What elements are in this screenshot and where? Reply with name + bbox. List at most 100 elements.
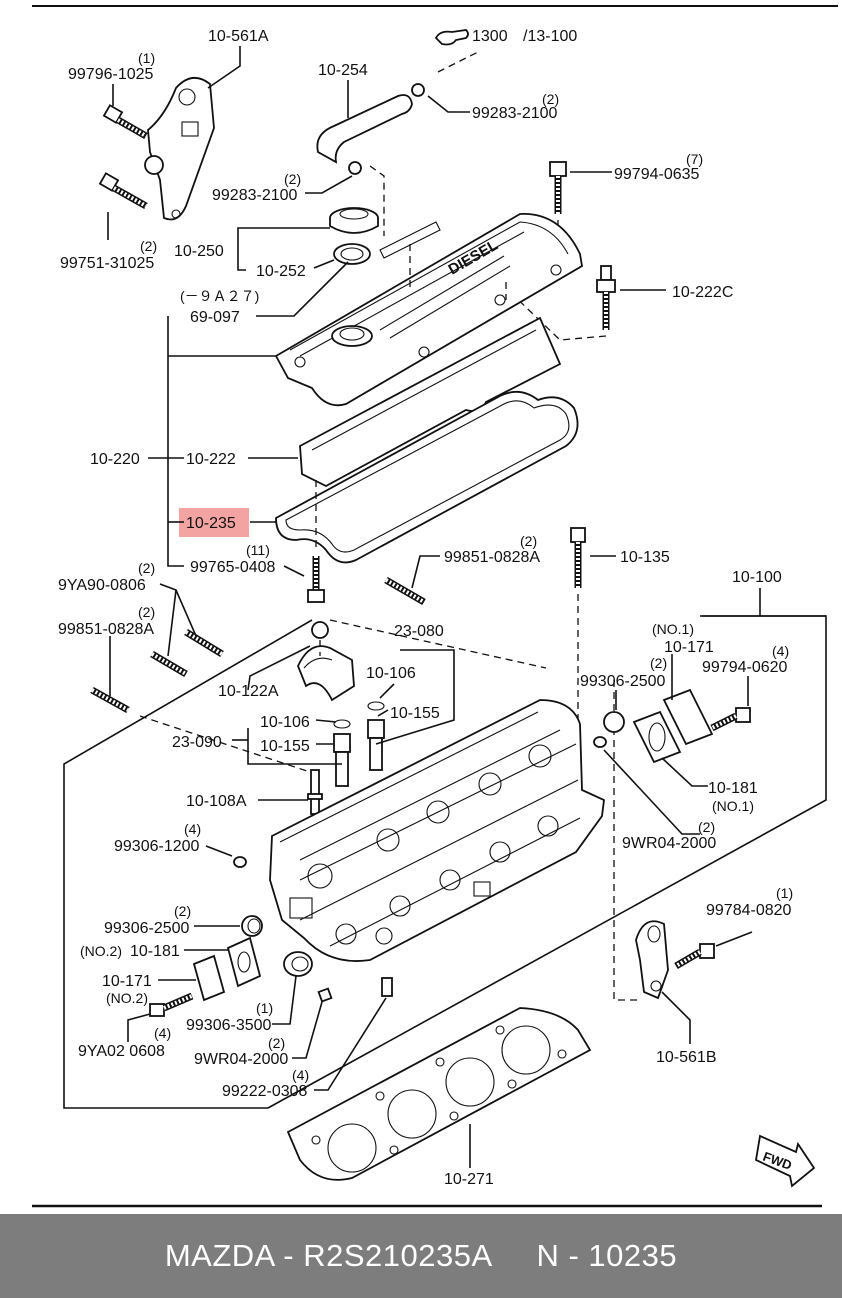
bolt-9ya02-0608 — [149, 992, 194, 1017]
label-10-135: 10-135 — [620, 549, 670, 566]
seal-99306-3500 — [283, 951, 313, 977]
label-99283-2100-a: 99283-2100 — [472, 105, 558, 122]
oil-cap-gasket-10-252 — [333, 243, 371, 265]
label-10-271: 10-271 — [444, 1171, 494, 1188]
stud-99851-0828a-a — [384, 576, 426, 606]
leader-9ya90-b — [167, 589, 177, 657]
label-10-100: 10-100 — [732, 569, 782, 586]
qty-99751-31025: (2) — [140, 238, 157, 254]
qty-99796-1025: (1) — [138, 50, 155, 66]
leader-10-106-b — [315, 719, 337, 723]
plug-9wr04-2000-a — [593, 736, 607, 748]
leader-10-122a — [247, 645, 311, 691]
qty-99794-0620: (4) — [772, 643, 789, 659]
label-10-254: 10-254 — [318, 62, 368, 79]
qty-99306-1200: (4) — [184, 821, 201, 837]
label-99851-0828a-b: 99851-0828A — [58, 621, 154, 638]
leader-99306-1200 — [205, 845, 233, 857]
head-gasket-10-271 — [286, 1007, 592, 1181]
note-9a27: (－９Ａ２７) — [180, 288, 259, 304]
leader-99851-0828a-a — [411, 555, 440, 589]
label-10-155-b: 10-155 — [260, 738, 310, 755]
label-99283-2100-b: 99283-2100 — [212, 187, 298, 204]
leader-99784-0820 — [715, 931, 753, 947]
qty-9wr04-2000-b: (2) — [268, 1035, 285, 1051]
label-10-108a: 10-108A — [186, 793, 247, 810]
label-10-561b: 10-561B — [656, 1049, 717, 1066]
label-no1-a: (NO.1) — [652, 621, 694, 637]
label-ref-13-100: /13-100 — [523, 28, 577, 45]
label-99765-0408: 99765-0408 — [190, 559, 276, 576]
label-9wr04-2000-b: 9WR04-2000 — [194, 1051, 288, 1068]
leader-10-252 — [313, 259, 335, 269]
label-10-171-a: 10-171 — [664, 639, 714, 656]
leader-10-106-a — [379, 683, 395, 699]
stud-99851-0828a-b — [90, 686, 130, 714]
exploded-parts-diagram: DIESEL — [32, 5, 838, 1208]
label-no2-a: (NO.2) — [80, 943, 122, 959]
dash-frame-top — [329, 619, 547, 669]
label-99306-2500-a: 99306-2500 — [580, 673, 666, 690]
plug-99306-2500-a — [603, 711, 625, 733]
cylinder-head-cover-69-097 — [274, 213, 583, 407]
label-99796-1025: 99796-1025 — [68, 66, 154, 83]
plug-99306-2500-b — [241, 915, 263, 937]
dash-frame-left — [139, 715, 311, 773]
leader-99222-0308 — [314, 997, 387, 1091]
bracket-23-090 — [247, 728, 342, 765]
leader-9wr04-2000-b — [292, 1001, 323, 1059]
label-10-561a: 10-561A — [208, 28, 269, 45]
qty-99851-0828a-a: (2) — [520, 533, 537, 549]
dash-1300 — [437, 51, 479, 73]
leader-10-250-a — [237, 227, 330, 250]
bracket-23-080 — [375, 649, 455, 745]
label-99306-1200: 99306-1200 — [114, 838, 200, 855]
label-10-181-b: 10-181 — [130, 943, 180, 960]
label-10-235: 10-235 — [186, 515, 236, 532]
leader-99306-3500 — [272, 975, 297, 1025]
label-10-222c: 10-222C — [672, 284, 733, 301]
label-10-155-a: 10-155 — [390, 705, 440, 722]
bolt-99784-0820 — [674, 943, 715, 970]
cylinder-head-10-100 — [269, 699, 605, 962]
qty-99306-2500-a: (2) — [650, 655, 667, 671]
dash-hose — [369, 165, 385, 236]
leader-99283-2100-b — [305, 175, 353, 194]
bolt-99796-1025 — [102, 104, 148, 140]
qty-99765-0408: (11) — [246, 542, 270, 558]
label-10-250: 10-250 — [174, 243, 224, 260]
qty-99283-2100-a: (2) — [542, 91, 559, 107]
bolt-99751-31025 — [98, 172, 148, 210]
stud-10-222c — [596, 265, 616, 330]
bracket-10-561b — [635, 920, 669, 1000]
bolt-99765-0408 — [307, 556, 325, 603]
label-10-122a: 10-122A — [218, 683, 279, 700]
qty-99283-2100-b: (2) — [284, 171, 301, 187]
label-10-106-a: 10-106 — [366, 665, 416, 682]
leader-10-561b — [661, 991, 691, 1044]
label-9wr04-2000-a: 9WR04-2000 — [622, 835, 716, 852]
footer-bar: MAZDA - R2S210235A N - 10235 — [0, 1214, 842, 1298]
label-10-181-a: 10-181 — [708, 780, 758, 797]
leader-10-181-a — [661, 757, 708, 787]
dash-10-222c — [505, 287, 607, 341]
qty-99794-0635: (7) — [686, 151, 703, 167]
hand-pointer-icon — [434, 29, 469, 46]
label-9ya02-0608: 9YA02 0608 — [78, 1043, 165, 1060]
dash-frame-right — [613, 680, 640, 1001]
qty-99306-2500-b: (2) — [174, 903, 191, 919]
label-99306-2500-b: 99306-2500 — [104, 920, 190, 937]
label-99751-31025: 99751-31025 — [60, 255, 154, 272]
head-cover-gasket-10-235 — [275, 390, 579, 564]
dowel-99222-0308 — [381, 977, 393, 997]
bolt-10-135 — [570, 527, 586, 588]
label-23-090: 23-090 — [172, 734, 222, 751]
label-10-171-b: 10-171 — [102, 973, 152, 990]
bracket-10-220 — [167, 316, 184, 567]
plug-99306-1200 — [233, 856, 247, 868]
label-9ya90-0806: 9YA90-0806 — [58, 577, 146, 594]
valve-guide-10-108a — [307, 769, 323, 815]
cover-tag — [379, 221, 441, 259]
qty-99784-0820: (1) — [776, 885, 793, 901]
leader-99283-2100-a — [427, 95, 470, 113]
